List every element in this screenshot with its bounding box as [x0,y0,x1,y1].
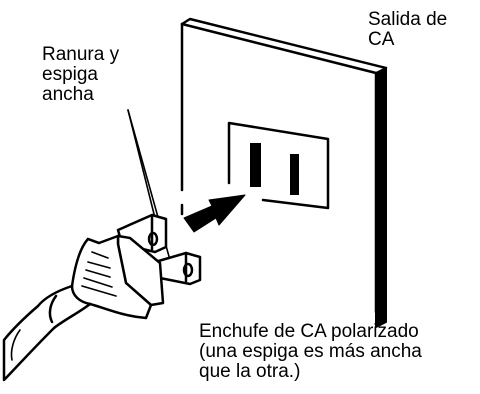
outlet-plate-face [180,22,378,314]
plug-grip-lines [81,251,117,297]
arrow-right-up-icon [183,194,246,233]
wide-slot [250,143,261,187]
outlet-plate-side [375,67,387,328]
plug-strain-relief [36,284,92,330]
narrow-slot [290,154,299,195]
power-cord [2,304,56,382]
polarized-plug-label: Enchufe de CA polarizado (una espiga es … [199,321,422,382]
outlet-plate-top [180,17,388,70]
outlet-label: Salida de CA [368,9,448,50]
slot-blade-label: Ranura y espiga ancha [42,44,120,105]
plug-head [36,234,165,330]
plug-body [70,234,153,320]
wall-outlet [180,17,388,328]
receptacle-frame [227,121,330,210]
receptacle [227,121,330,210]
